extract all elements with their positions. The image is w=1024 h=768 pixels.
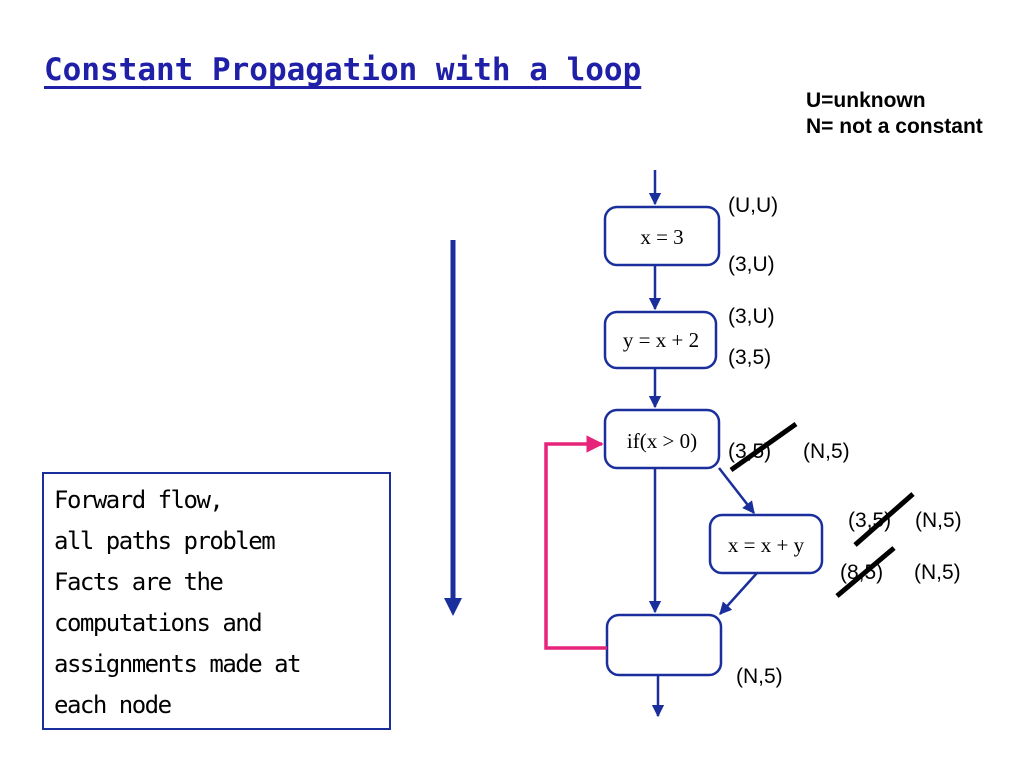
strike-mark — [835, 546, 896, 598]
node-x-eq-x-plus-y — [708, 513, 824, 575]
legend: U=unknown N= not a constant — [806, 88, 983, 140]
forward-flow-arrow — [444, 240, 462, 616]
note-line: all paths problem — [54, 527, 276, 555]
node-label-x-eq-3: x = 3 — [640, 225, 683, 249]
node-label-if: if(x > 0) — [627, 429, 697, 453]
node-if-x-gt-0 — [603, 408, 721, 470]
fact-n3-new: (N,5) — [803, 440, 850, 463]
legend-not-constant: N= not a constant — [806, 115, 983, 138]
fact-n4-in-new: (N,5) — [915, 509, 962, 532]
loop-back-edge — [544, 435, 607, 650]
fact-n4-in-old: (3,5) — [848, 509, 891, 532]
explanation-box: Forward flow, all paths problem Facts ar… — [42, 472, 391, 730]
node-join — [605, 613, 723, 677]
edge-n4-n5 — [719, 572, 758, 615]
node-label-y-eq-x-plus-2: y = x + 2 — [623, 328, 699, 352]
fact-n2-in: (3,U) — [728, 305, 775, 328]
node-x-eq-3 — [603, 205, 721, 267]
strike-mark — [729, 421, 798, 473]
note-line: each node — [54, 691, 172, 719]
note-line: computations and — [54, 609, 263, 637]
node-y-eq-x-plus-2 — [603, 310, 718, 370]
fact-n2-out: (3,5) — [728, 346, 771, 369]
node-label-x-eq-x-plus-y: x = x + y — [728, 533, 805, 557]
fact-n4-out-new: (N,5) — [914, 561, 961, 584]
note-line: Forward flow, — [54, 486, 224, 514]
note-line: assignments made at — [54, 650, 302, 678]
note-line: Facts are the — [54, 568, 224, 596]
legend-unknown: U=unknown — [806, 89, 926, 112]
fact-n5-out: (N,5) — [736, 665, 783, 688]
page-title: Constant Propagation with a loop — [44, 52, 642, 88]
fact-n1-out: (3,U) — [728, 253, 775, 276]
fact-n1-in: (U,U) — [728, 194, 778, 217]
fact-n3-old: (3,5) — [728, 440, 771, 463]
edge-n3-n4 — [718, 467, 755, 514]
strike-mark — [853, 492, 915, 547]
